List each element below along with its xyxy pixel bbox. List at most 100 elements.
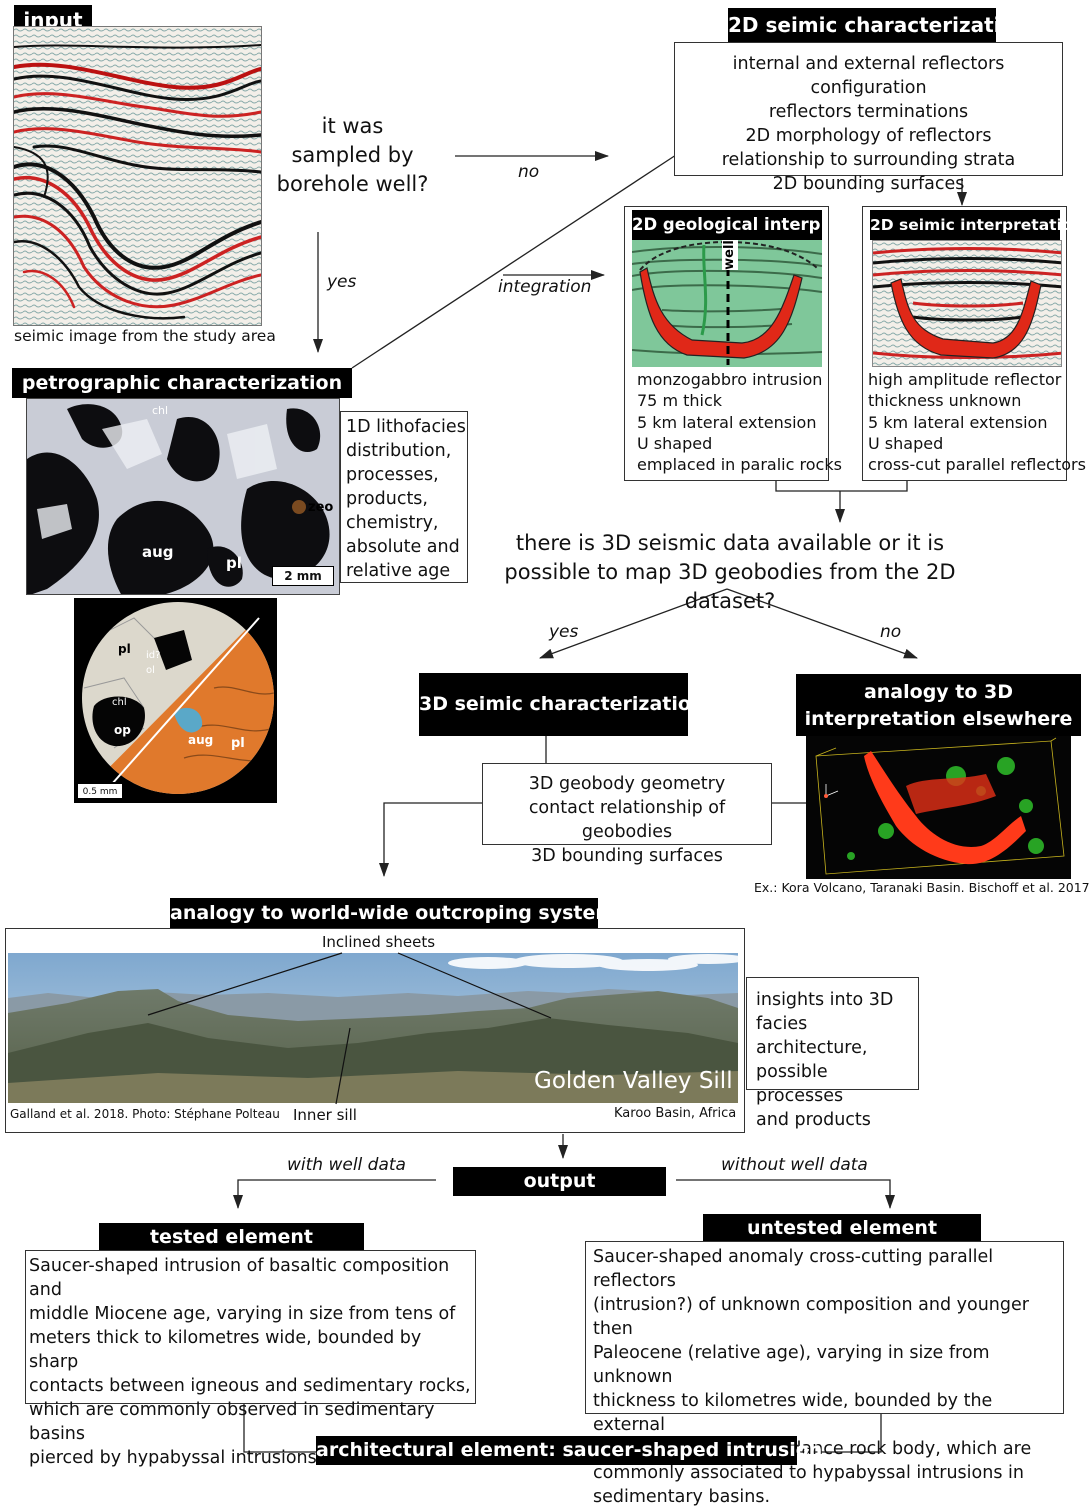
label-with-well: with well data: [287, 1155, 406, 1175]
geo-interp-item: 75 m thick: [637, 391, 723, 411]
tested-header: tested element: [99, 1223, 364, 1251]
untested-line: Saucer-shaped anomaly cross-cutting para…: [593, 1247, 994, 1291]
seis-interp-item: high amplitude reflector: [868, 370, 1062, 389]
seismic2d-item: reflectors terminations: [768, 102, 969, 122]
petro-item: relative age: [346, 561, 451, 581]
output-header: output: [453, 1167, 666, 1196]
tested-line: meters thick to kilometres wide, bounded…: [29, 1328, 422, 1372]
insights-item: insights into 3D: [756, 990, 894, 1010]
tested-line: Saucer-shaped intrusion of basaltic comp…: [29, 1256, 450, 1300]
seismic2d-item: 2D bounding surfaces: [772, 174, 965, 194]
seis-interp-item: U shaped: [868, 433, 944, 453]
petro-box: 1D lithofacies distribution, processes, …: [340, 411, 468, 583]
seismic-input-image: [13, 26, 262, 326]
label2-op: op: [114, 723, 131, 737]
input-caption: seimic image from the study area: [14, 327, 276, 345]
thin-section-photo-2: [74, 598, 277, 803]
seismic2d-item: internal and external reflectors configu…: [732, 54, 1005, 98]
line-untested-to-final: [796, 1414, 882, 1453]
label-no: no: [518, 162, 540, 182]
analogy3d-header-line: interpretation elsewhere: [804, 708, 1073, 730]
untested-box: Saucer-shaped anomaly cross-cutting para…: [585, 1241, 1064, 1507]
label-chl: chl: [152, 404, 169, 417]
petro-item: 1D lithofacies: [346, 417, 466, 437]
photo-title: Golden Valley Sill: [534, 1068, 733, 1094]
tested-line: middle Miocene age, varying in size from…: [29, 1304, 456, 1324]
label-aug: aug: [142, 543, 174, 561]
seismic2d-header: 2D seimic characterization: [728, 8, 1029, 42]
untested-line: Paleocene (relative age), varying in siz…: [593, 1343, 990, 1387]
label2-pl2: pl: [231, 736, 245, 751]
untested-header: untested element: [703, 1214, 981, 1242]
petro-item: processes,: [346, 465, 439, 485]
location-credit: Karoo Basin, Africa: [614, 1106, 737, 1121]
insights-item: possible processes: [756, 1062, 844, 1106]
question2-line: there is 3D seismic data available or it…: [515, 531, 945, 555]
final-header: architectural element: saucer-shaped int…: [316, 1436, 822, 1465]
seismic2d-box: internal and external reflectors configu…: [674, 42, 1063, 194]
label-inclined-sheets: Inclined sheets: [320, 933, 438, 951]
tested-line: pierced by hypabyssal intrusions.: [29, 1448, 323, 1468]
seis-interp-image: [872, 240, 1062, 367]
seis-interp-list: high amplitude reflector thickness unkno…: [868, 369, 1086, 475]
label-yes-3d: yes: [549, 622, 579, 642]
arrow-yes-branch: [539, 588, 728, 659]
question-borehole: it was sampled by borehole well?: [270, 112, 435, 199]
untested-line: thickness to kilometres wide, bounded by…: [593, 1391, 993, 1435]
untested-line: (intrusion?) of unknown composition and …: [593, 1295, 1029, 1339]
geo-interp-item: monzogabbro intrusion: [637, 370, 823, 389]
connector-lines: [233, 151, 967, 1453]
label-integration: integration: [498, 277, 592, 297]
seismic3d-box: 3D geobody geometry contact relationship…: [482, 763, 772, 866]
label-yes: yes: [327, 272, 357, 292]
line-petro-to-2d: [351, 154, 677, 369]
merge-line: [775, 480, 908, 492]
geo-interp-item: emplaced in paralic rocks: [637, 455, 842, 475]
seis-interp-header: 2D seimic interpretation: [870, 210, 1084, 240]
geo-interp-header: 2D geological interp.: [632, 210, 827, 240]
scale-bar-05mm: 0.5 mm: [78, 782, 122, 798]
seis-interp-item: thickness unknown: [868, 391, 1022, 411]
arrow-no-branch: [726, 588, 918, 659]
label2-ol: ol: [146, 665, 155, 676]
label2-id: id?: [146, 650, 161, 661]
insights-box: insights into 3D facies architecture, po…: [746, 977, 919, 1130]
seismic2d-item: relationship to surrounding strata: [721, 150, 1016, 170]
seismic3d-header: 3D seimic characterization: [419, 673, 704, 736]
seismic2d-item: 2D morphology of reflectors: [745, 126, 992, 146]
label2-chl: chl: [112, 697, 127, 708]
seis-interp-item: 5 km lateral extension: [868, 412, 1048, 432]
seismic3d-item: contact relationship of geobodies: [528, 798, 726, 842]
seismic3d-item: 3D bounding surfaces: [531, 846, 723, 866]
geo-interp-list: monzogabbro intrusion 75 m thick 5 km la…: [637, 369, 842, 475]
petro-header: petrographic characterization: [12, 368, 352, 398]
tested-line: contacts between igneous and sedimentary…: [29, 1376, 471, 1396]
outcrop-header: analogy to world-wide outcroping systems: [170, 898, 627, 928]
thin-section-photo-1: [26, 398, 340, 595]
insights-item: and products: [756, 1110, 871, 1130]
geo-interp-item: 5 km lateral extension: [637, 412, 817, 432]
question-line: it was: [321, 114, 384, 138]
question-line: borehole well?: [276, 172, 429, 196]
geo-interp-item: U shaped: [637, 433, 713, 453]
label-without-well: without well data: [721, 1155, 868, 1175]
outcrop-photo: [8, 953, 738, 1103]
petro-item: products,: [346, 489, 428, 509]
arrow-output-untested: [676, 1179, 895, 1209]
arrow-3d-to-outcrop: [379, 802, 482, 877]
scale-bar-2mm: 2 mm: [272, 566, 334, 586]
question2-line: possible to map 3D geobodies from the 2D…: [504, 560, 956, 613]
question-3d-data: there is 3D seismic data available or it…: [490, 529, 970, 616]
label-pl: pl: [226, 554, 242, 572]
analogy3d-header-line: analogy to 3D: [863, 681, 1014, 703]
seis-interp-item: cross-cut parallel reflectors: [868, 455, 1086, 475]
line-tested-to-final: [243, 1404, 318, 1453]
petro-item: absolute and: [346, 537, 460, 557]
insights-item: facies architecture,: [756, 1014, 868, 1058]
photo-credit: Galland et al. 2018. Photo: Stéphane Pol…: [10, 1107, 280, 1121]
analogy3d-header: analogy to 3D interpretation elsewhere: [796, 674, 1081, 736]
label-inner-sill: Inner sill: [293, 1106, 357, 1124]
petro-item: chemistry,: [346, 513, 439, 533]
label2-pl: pl: [118, 642, 131, 656]
untested-line: sedimentary basins.: [593, 1487, 771, 1507]
